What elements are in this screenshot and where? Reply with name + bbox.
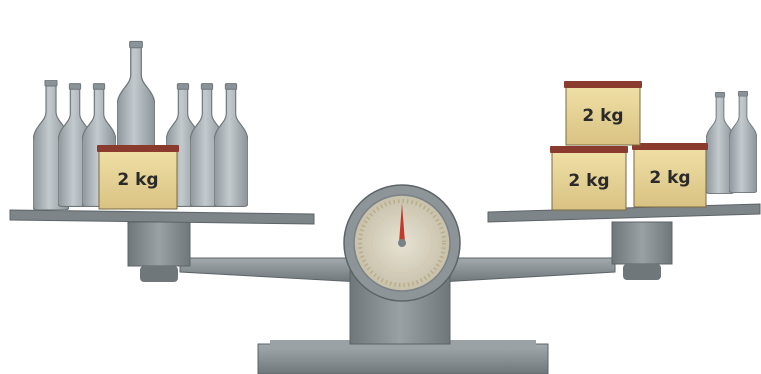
right-weight-box-top: 2 kg [564,81,642,145]
weight-label: 2 kg [117,170,158,190]
weight-label: 2 kg [568,171,609,191]
right-weight-box-bottom-left: 2 kg [550,146,628,210]
scale-dial [344,185,460,301]
bottle-icon [729,91,757,192]
weight-label: 2 kg [582,106,623,126]
weight-label: 2 kg [649,168,690,188]
right-pan-bottles [706,91,757,193]
left-pan [10,210,314,224]
right-pan-support [612,222,672,280]
left-weight-box: 2 kg [97,145,179,209]
bottle-icon [214,84,248,207]
scale-base [258,340,548,374]
right-weight-box-bottom-right: 2 kg [632,143,708,207]
left-pan-support [128,222,190,282]
